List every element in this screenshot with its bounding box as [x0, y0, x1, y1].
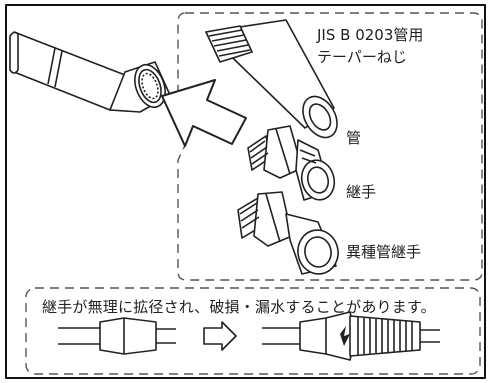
fit-before — [58, 317, 176, 355]
crack-mark — [340, 326, 350, 346]
threaded-pipe — [205, 19, 338, 139]
label-fitting: 継手 — [346, 183, 377, 201]
label-dissimilar-fitting: 異種管継手 — [346, 243, 422, 261]
dissimilar-fitting — [237, 191, 339, 275]
label-pipe: 管 — [346, 129, 362, 147]
label-standard: JIS B 0203管用 — [317, 26, 424, 44]
warning-text: 継手が無理に拡径され、破損・漏水することがあります。 — [42, 298, 436, 316]
hex-fitting — [247, 125, 336, 201]
insert-arrow-icon — [161, 79, 247, 147]
label-thread-type: テーパーねじ — [317, 48, 407, 66]
outer-frame — [5, 4, 486, 379]
hose-with-socket — [9, 31, 171, 113]
fit-after-expanded — [262, 311, 440, 361]
warning-box-border — [25, 287, 481, 375]
transition-arrow-icon — [203, 321, 237, 351]
